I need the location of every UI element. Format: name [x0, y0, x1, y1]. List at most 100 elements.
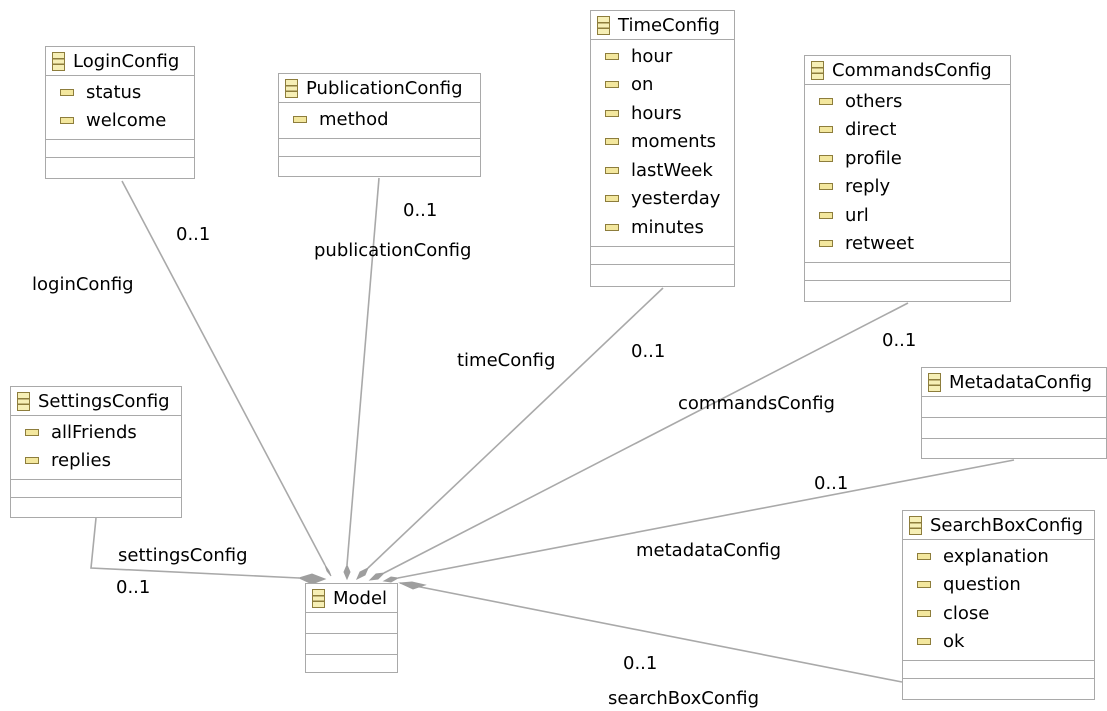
attribute-item[interactable]: direct	[805, 116, 1010, 145]
role-label-searchbox[interactable]: searchBoxConfig	[608, 688, 760, 709]
attribute-label: replies	[51, 450, 111, 472]
class-icon	[312, 588, 325, 608]
role-label-commands[interactable]: commandsConfig	[678, 393, 835, 414]
extra-compartment	[591, 265, 734, 282]
class-icon	[52, 51, 65, 71]
operation-compartment	[46, 140, 194, 158]
class-name: MetadataConfig	[949, 371, 1092, 393]
attribute-item[interactable]: allFriends	[11, 418, 181, 447]
attribute-icon	[605, 223, 619, 231]
class-header: Model	[306, 584, 397, 613]
class-commands-config[interactable]: CommandsConfig others direct profile rep…	[804, 55, 1011, 302]
attribute-label: moments	[631, 131, 716, 153]
attribute-item[interactable]: welcome	[46, 107, 194, 136]
edge-publication[interactable]	[346, 177, 380, 566]
attribute-item[interactable]: reply	[805, 173, 1010, 202]
attribute-item[interactable]: method	[279, 105, 480, 134]
diamond-settings	[297, 573, 327, 585]
role-label-metadata[interactable]: metadataConfig	[636, 540, 781, 561]
edge-searchbox[interactable]	[399, 582, 903, 683]
attribute-icon	[917, 638, 931, 646]
attribute-icon	[60, 88, 74, 96]
operation-compartment	[279, 139, 480, 157]
attribute-item[interactable]: minutes	[591, 213, 734, 242]
attribute-item[interactable]: url	[805, 201, 1010, 230]
attribute-label: ok	[943, 631, 965, 653]
multiplicity-label-login: 0..1	[176, 224, 211, 245]
attribute-item[interactable]: on	[591, 71, 734, 100]
class-name: CommandsConfig	[832, 59, 992, 81]
attribute-label: on	[631, 74, 654, 96]
extra-compartment	[805, 281, 1010, 298]
attribute-item[interactable]: retweet	[805, 230, 1010, 259]
attribute-label: url	[845, 204, 869, 226]
attribute-icon	[917, 581, 931, 589]
extra-compartment	[46, 158, 194, 175]
class-header: LoginConfig	[46, 47, 194, 76]
class-name: Model	[333, 587, 388, 609]
attribute-icon	[819, 211, 833, 219]
edge-commands[interactable]	[383, 302, 909, 574]
attribute-label: lastWeek	[631, 159, 713, 181]
class-icon	[811, 60, 824, 80]
extra-compartment	[903, 679, 1094, 696]
edge-metadata[interactable]	[397, 459, 1015, 579]
attribute-item[interactable]: hour	[591, 42, 734, 71]
edge-time[interactable]	[367, 287, 664, 569]
class-icon	[909, 515, 922, 535]
diamond-searchbox	[398, 581, 427, 590]
operation-compartment	[903, 661, 1094, 679]
class-name: PublicationConfig	[306, 77, 463, 99]
role-label-publication[interactable]: publicationConfig	[314, 240, 472, 261]
role-label-login[interactable]: loginConfig	[32, 274, 134, 295]
attribute-label: question	[943, 574, 1021, 596]
class-header: SearchBoxConfig	[903, 511, 1094, 540]
attribute-item[interactable]: replies	[11, 447, 181, 476]
class-metadata-config[interactable]: MetadataConfig	[921, 367, 1107, 459]
attribute-item[interactable]: moments	[591, 128, 734, 157]
attribute-item[interactable]: explanation	[903, 542, 1094, 571]
class-model[interactable]: Model	[305, 583, 398, 673]
class-icon	[285, 78, 298, 98]
class-header: PublicationConfig	[279, 74, 480, 103]
multiplicity-label-publication: 0..1	[403, 200, 438, 221]
attribute-compartment: explanation question close ok	[903, 540, 1094, 661]
multiplicity-label-settings: 0..1	[116, 577, 151, 598]
class-searchbox-config[interactable]: SearchBoxConfig explanation question clo…	[902, 510, 1095, 700]
edge-login[interactable]	[121, 180, 326, 566]
class-settings-config[interactable]: SettingsConfig allFriends replies	[10, 386, 182, 518]
attribute-label: allFriends	[51, 421, 137, 443]
attribute-compartment: others direct profile reply url retweet	[805, 85, 1010, 263]
attribute-icon	[60, 117, 74, 125]
attribute-compartment	[922, 397, 1106, 418]
attribute-item[interactable]: status	[46, 78, 194, 107]
attribute-icon	[605, 109, 619, 117]
attribute-item[interactable]: hours	[591, 99, 734, 128]
role-label-settings[interactable]: settingsConfig	[118, 545, 248, 566]
attribute-item[interactable]: ok	[903, 628, 1094, 657]
attribute-item[interactable]: lastWeek	[591, 156, 734, 185]
attribute-item[interactable]: others	[805, 87, 1010, 116]
class-icon	[928, 372, 941, 392]
class-login-config[interactable]: LoginConfig status welcome	[45, 46, 195, 179]
multiplicity-label-commands: 0..1	[882, 330, 917, 351]
attribute-item[interactable]: close	[903, 599, 1094, 628]
attribute-compartment: method	[279, 103, 480, 139]
attribute-icon	[25, 428, 39, 436]
class-time-config[interactable]: TimeConfig hour on hours moments lastWee…	[590, 10, 735, 287]
class-header: CommandsConfig	[805, 56, 1010, 85]
attribute-item[interactable]: yesterday	[591, 185, 734, 214]
role-label-time[interactable]: timeConfig	[457, 350, 556, 371]
class-name: TimeConfig	[618, 14, 720, 36]
class-header: SettingsConfig	[11, 387, 181, 416]
class-publication-config[interactable]: PublicationConfig method	[278, 73, 481, 177]
attribute-item[interactable]: question	[903, 571, 1094, 600]
attribute-item[interactable]: profile	[805, 144, 1010, 173]
extra-compartment	[922, 439, 1106, 459]
class-name: SettingsConfig	[38, 390, 170, 412]
attribute-label: direct	[845, 119, 897, 141]
attribute-label: welcome	[86, 110, 167, 132]
class-icon	[597, 15, 610, 35]
extra-compartment	[306, 655, 397, 675]
edge-settings[interactable]	[90, 517, 300, 579]
